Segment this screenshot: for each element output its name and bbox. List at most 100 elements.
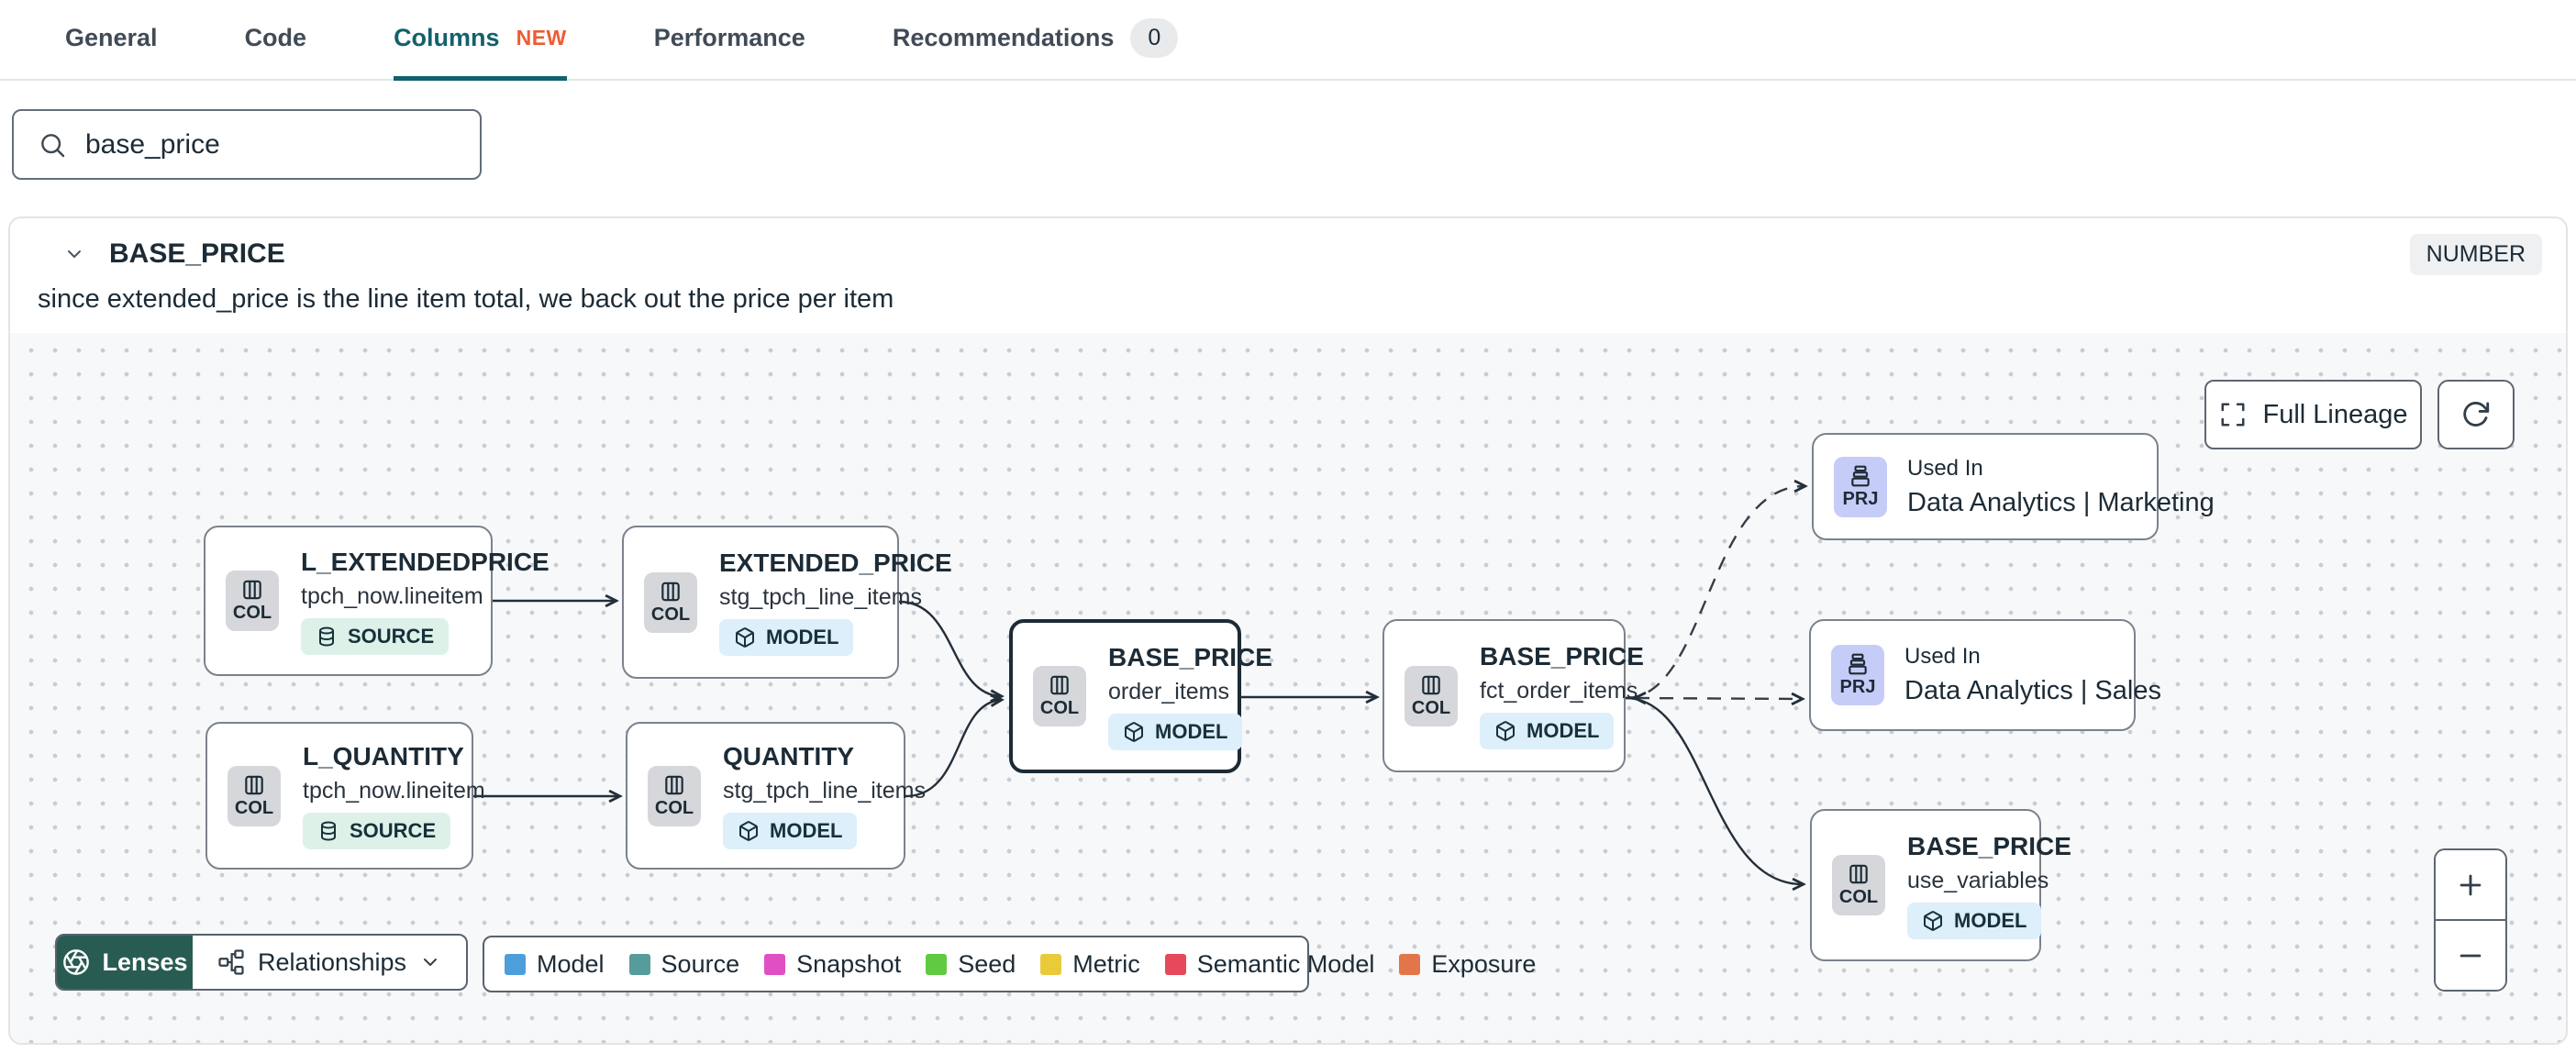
column-type-badge: NUMBER: [2409, 233, 2542, 275]
chip-label: COL: [234, 797, 274, 818]
lineage-node-base-price-order-items[interactable]: COL BASE_PRICE order_items MODEL: [1009, 619, 1272, 773]
resource-badge: SOURCE: [303, 813, 451, 849]
tab-label: Code: [244, 24, 307, 51]
tab-performance[interactable]: Performance: [654, 0, 805, 81]
node-title: BASE_PRICE: [1480, 642, 1644, 671]
database-icon: [321, 821, 336, 841]
divider: [2436, 919, 2505, 921]
lineage-node-base-price-use-variables[interactable]: COL BASE_PRICE use_variables MODEL: [1810, 809, 2071, 961]
chip-label: PRJ: [1839, 677, 1876, 697]
node-title: Data Analytics | Sales: [1904, 676, 2161, 705]
lineage-node-used-in-sales[interactable]: PRJ Used In Data Analytics | Sales: [1809, 619, 2161, 731]
columns-icon: [1422, 675, 1440, 694]
cube-icon: [736, 627, 754, 648]
column-chip: COL: [1832, 855, 1885, 915]
column-description: since extended_price is the line item to…: [38, 284, 894, 314]
legend-swatch-semantic-model: [1164, 953, 1186, 975]
badge-label: SOURCE: [348, 624, 435, 648]
node-subtitle: fct_order_items: [1480, 678, 1638, 704]
cube-icon: [1125, 721, 1143, 742]
lineage-node-l-extendedprice[interactable]: COL L_EXTENDEDPRICE tpch_now.lineitem SO…: [204, 526, 550, 676]
resource-badge: MODEL: [1480, 713, 1615, 749]
cube-icon: [1496, 721, 1515, 741]
legend-item-semantic-model: Semantic Model: [1164, 950, 1374, 979]
resource-badge: MODEL: [719, 619, 854, 656]
chip-label: COL: [1039, 698, 1080, 718]
legend-item-source: Source: [628, 950, 739, 979]
column-header: BASE_PRICE NUMBER since extended_price i…: [10, 218, 2566, 333]
lineage-node-base-price-fct-order-items[interactable]: COL BASE_PRICE fct_order_items MODEL: [1382, 619, 1644, 772]
tab-recommendations[interactable]: Recommendations 0: [892, 0, 1179, 81]
stacked-trays-icon: [1851, 465, 1870, 486]
legend-item-model: Model: [505, 950, 605, 979]
cube-icon: [739, 821, 758, 841]
lens-controls: Lenses Relationships: [55, 934, 468, 991]
chip-label: COL: [654, 797, 694, 818]
tab-label: Performance: [653, 24, 805, 51]
resource-badge: MODEL: [723, 813, 858, 849]
column-chip: COL: [1405, 665, 1458, 726]
lineage-node-quantity[interactable]: COL QUANTITY stg_tpch_line_items MODEL: [626, 722, 926, 870]
node-title: EXTENDED_PRICE: [719, 549, 952, 577]
legend-item-snapshot: Snapshot: [764, 950, 901, 979]
lineage-canvas[interactable]: COL L_EXTENDEDPRICE tpch_now.lineitem SO…: [10, 333, 2566, 1043]
project-chip: PRJ: [1834, 456, 1887, 517]
node-title: L_EXTENDEDPRICE: [301, 547, 550, 576]
tab-bar: General Code Columns NEW Performance Rec…: [0, 0, 2576, 81]
used-in-label: Used In: [1907, 455, 1983, 481]
column-chip: COL: [1033, 666, 1086, 726]
refresh-icon: [2463, 402, 2490, 427]
recommendations-count-badge: 0: [1130, 18, 1179, 58]
zoom-in-button[interactable]: [2436, 850, 2505, 919]
node-title: L_QUANTITY: [303, 742, 464, 770]
columns-icon: [665, 775, 683, 794]
zoom-out-button[interactable]: [2436, 921, 2505, 990]
lineage-node-extended-price[interactable]: COL EXTENDED_PRICE stg_tpch_line_items M…: [622, 526, 952, 679]
node-subtitle: order_items: [1108, 678, 1229, 704]
node-subtitle: stg_tpch_line_items: [723, 778, 926, 804]
node-subtitle: tpch_now.lineitem: [303, 778, 485, 804]
tab-general[interactable]: General: [65, 0, 158, 81]
search-input[interactable]: [85, 128, 480, 161]
legend-swatch-source: [628, 953, 650, 975]
plus-icon: [2459, 874, 2482, 895]
relationships-dropdown[interactable]: Relationships: [193, 936, 466, 989]
tab-label: General: [65, 24, 158, 51]
columns-icon: [1050, 675, 1069, 695]
project-chip: PRJ: [1831, 645, 1884, 705]
node-title: BASE_PRICE: [1108, 642, 1272, 671]
lineage-node-l-quantity[interactable]: COL L_QUANTITY tpch_now.lineitem SOURCE: [205, 722, 485, 870]
collapse-chevron-icon[interactable]: [63, 243, 85, 265]
search-row: [12, 109, 2576, 180]
chip-label: COL: [1411, 697, 1451, 718]
tab-code[interactable]: Code: [245, 0, 307, 81]
search-box[interactable]: [12, 109, 482, 180]
tab-label: Columns: [394, 24, 500, 51]
refresh-button[interactable]: [2437, 380, 2515, 449]
tab-columns[interactable]: Columns NEW: [394, 0, 567, 81]
node-title: Data Analytics | Marketing: [1907, 487, 2215, 517]
legend-item-exposure: Exposure: [1399, 950, 1536, 979]
used-in-label: Used In: [1904, 644, 1981, 669]
relationships-label: Relationships: [257, 948, 407, 976]
resource-badge: MODEL: [1108, 713, 1243, 750]
lenses-button[interactable]: Lenses: [57, 936, 193, 989]
full-lineage-button[interactable]: Full Lineage: [2204, 380, 2422, 449]
chip-label: PRJ: [1842, 488, 1879, 509]
legend-swatch-seed: [926, 953, 948, 975]
node-title: QUANTITY: [723, 742, 855, 770]
expand-icon: [2221, 403, 2244, 427]
aperture-icon: [63, 949, 90, 975]
columns-icon: [661, 582, 680, 601]
lineage-node-used-in-marketing[interactable]: PRJ Used In Data Analytics | Marketing: [1812, 433, 2215, 540]
badge-label: MODEL: [1954, 908, 2027, 932]
chip-label: COL: [1838, 887, 1879, 907]
cube-icon: [1924, 910, 1942, 931]
tab-label: Recommendations: [892, 24, 1115, 51]
resource-badge: MODEL: [1907, 902, 2042, 939]
chip-label: COL: [232, 603, 272, 623]
minus-icon: [2459, 954, 2482, 957]
legend-swatch-metric: [1040, 953, 1062, 975]
column-chip: COL: [226, 571, 279, 631]
columns-icon: [245, 775, 263, 794]
